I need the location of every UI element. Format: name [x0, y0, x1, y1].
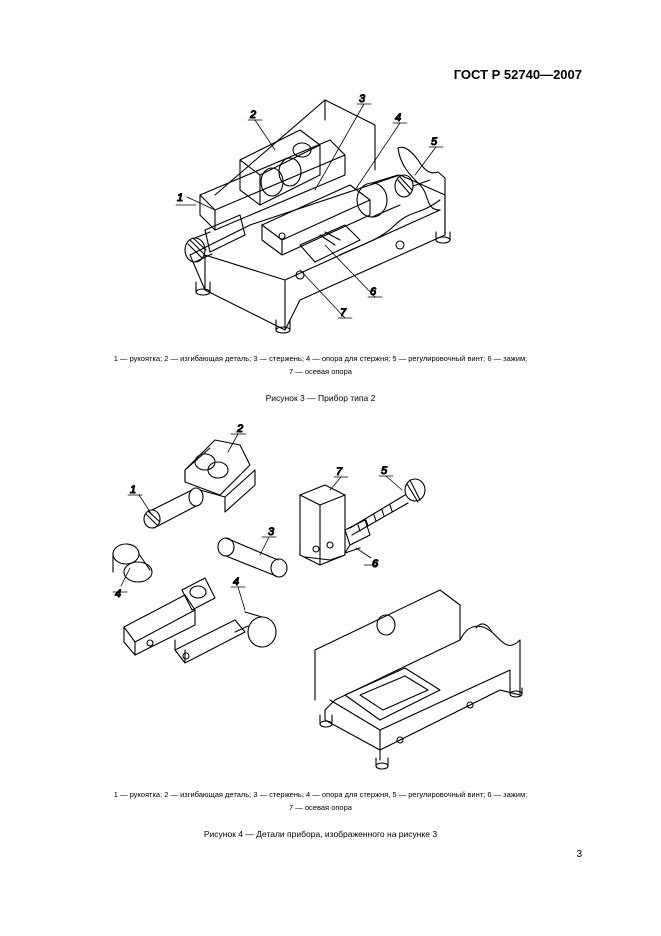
fig4-rod — [217, 537, 288, 578]
fig4-callout-4b: 4 — [233, 576, 239, 588]
fig4-callout-4a: 4 — [115, 588, 121, 600]
fig4-handle — [143, 487, 204, 529]
fig4-frame — [123, 577, 277, 664]
fig4-clamp — [299, 484, 371, 566]
page-number: 3 — [576, 849, 582, 860]
fig3-callout-1: 1 — [177, 192, 183, 204]
fig4-legend: 1 — рукоятка; 2 — изгибающая деталь; 3 —… — [40, 788, 601, 814]
fig4-callout-6: 6 — [372, 558, 379, 570]
fig4-callout-1: 1 — [130, 484, 136, 496]
fig3-callout-2: 2 — [249, 109, 256, 121]
fig4-bending-part — [184, 439, 256, 513]
fig4-callout-2: 2 — [236, 423, 243, 435]
figure3-device-drawing — [184, 99, 451, 334]
fig4-callout-3: 3 — [268, 526, 275, 538]
standard-number: ГОСТ Р 52740—2007 — [453, 67, 582, 82]
fig3-callout-4: 4 — [395, 112, 401, 124]
fig4-screw — [349, 478, 426, 536]
fig3-callout-3: 3 — [359, 93, 366, 105]
fig3-callout-7: 7 — [340, 307, 347, 319]
fig3-callout-6: 6 — [370, 286, 377, 298]
fig3-legend-line1: 1 — рукоятка; 2 — изгибающая деталь; 3 —… — [113, 354, 528, 363]
fig3-callout-5: 5 — [431, 136, 438, 148]
fig3-caption: Рисунок 3 — Прибор типа 2 — [265, 393, 376, 403]
fig4-callout-5: 5 — [381, 465, 388, 477]
fig4-legend-line2: 7 — осевая опора — [289, 803, 352, 812]
fig4-legend-line1: 1 — рукоятка; 2 — изгибающая деталь; 3 —… — [113, 790, 528, 799]
fig4-caption: Рисунок 4 — Детали прибора, изображенног… — [203, 829, 438, 839]
fig4-callout-7: 7 — [336, 466, 343, 478]
fig4-support-small — [112, 543, 153, 583]
fig3-legend: 1 — рукоятка; 2 — изгибающая деталь; 3 —… — [40, 352, 601, 378]
fig3-legend-line2: 7 — осевая опора — [289, 367, 352, 376]
fig4-base — [314, 589, 523, 770]
